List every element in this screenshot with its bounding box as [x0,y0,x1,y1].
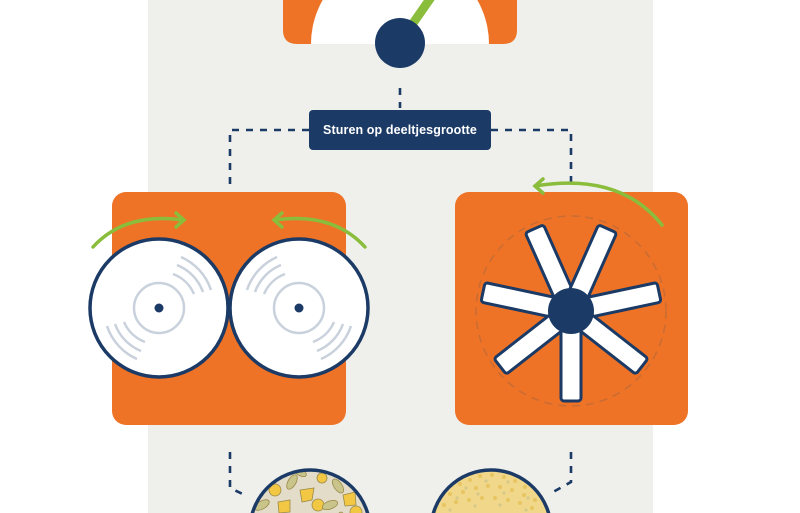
rotation-arrows [91,211,367,249]
hammer-mill-icon [455,177,688,425]
coarse-particles-icon [250,468,370,513]
gauge-icon [283,0,517,68]
connector-lines [228,88,573,498]
rotation-arrow [532,177,664,227]
right-roller [228,237,370,379]
control-label: Sturen op deeltjesgrootte [309,110,491,150]
hammer-blades [479,224,663,403]
rotor-hub [548,288,594,334]
fine-particles-icon [431,468,551,513]
roller-mill-icon [88,192,370,425]
left-roller [88,237,230,379]
